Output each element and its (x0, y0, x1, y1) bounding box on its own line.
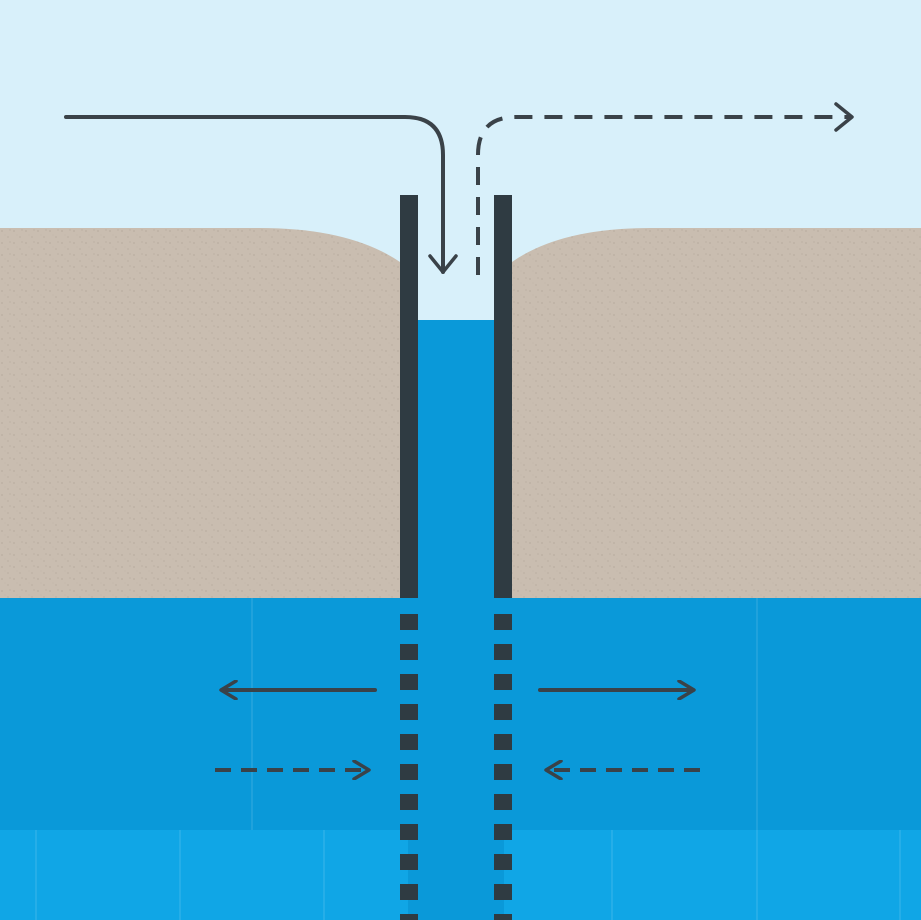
aquifer-grid-lines (35, 598, 901, 920)
well-casing-right (494, 195, 512, 598)
well-casing-left (400, 195, 418, 598)
arrow-right-dashed-icon (476, 102, 854, 275)
ground-layer-left (0, 228, 400, 600)
ground-layer-right (512, 228, 921, 600)
arrow-down-curved-icon (64, 115, 458, 274)
well-bore-water (408, 320, 504, 920)
